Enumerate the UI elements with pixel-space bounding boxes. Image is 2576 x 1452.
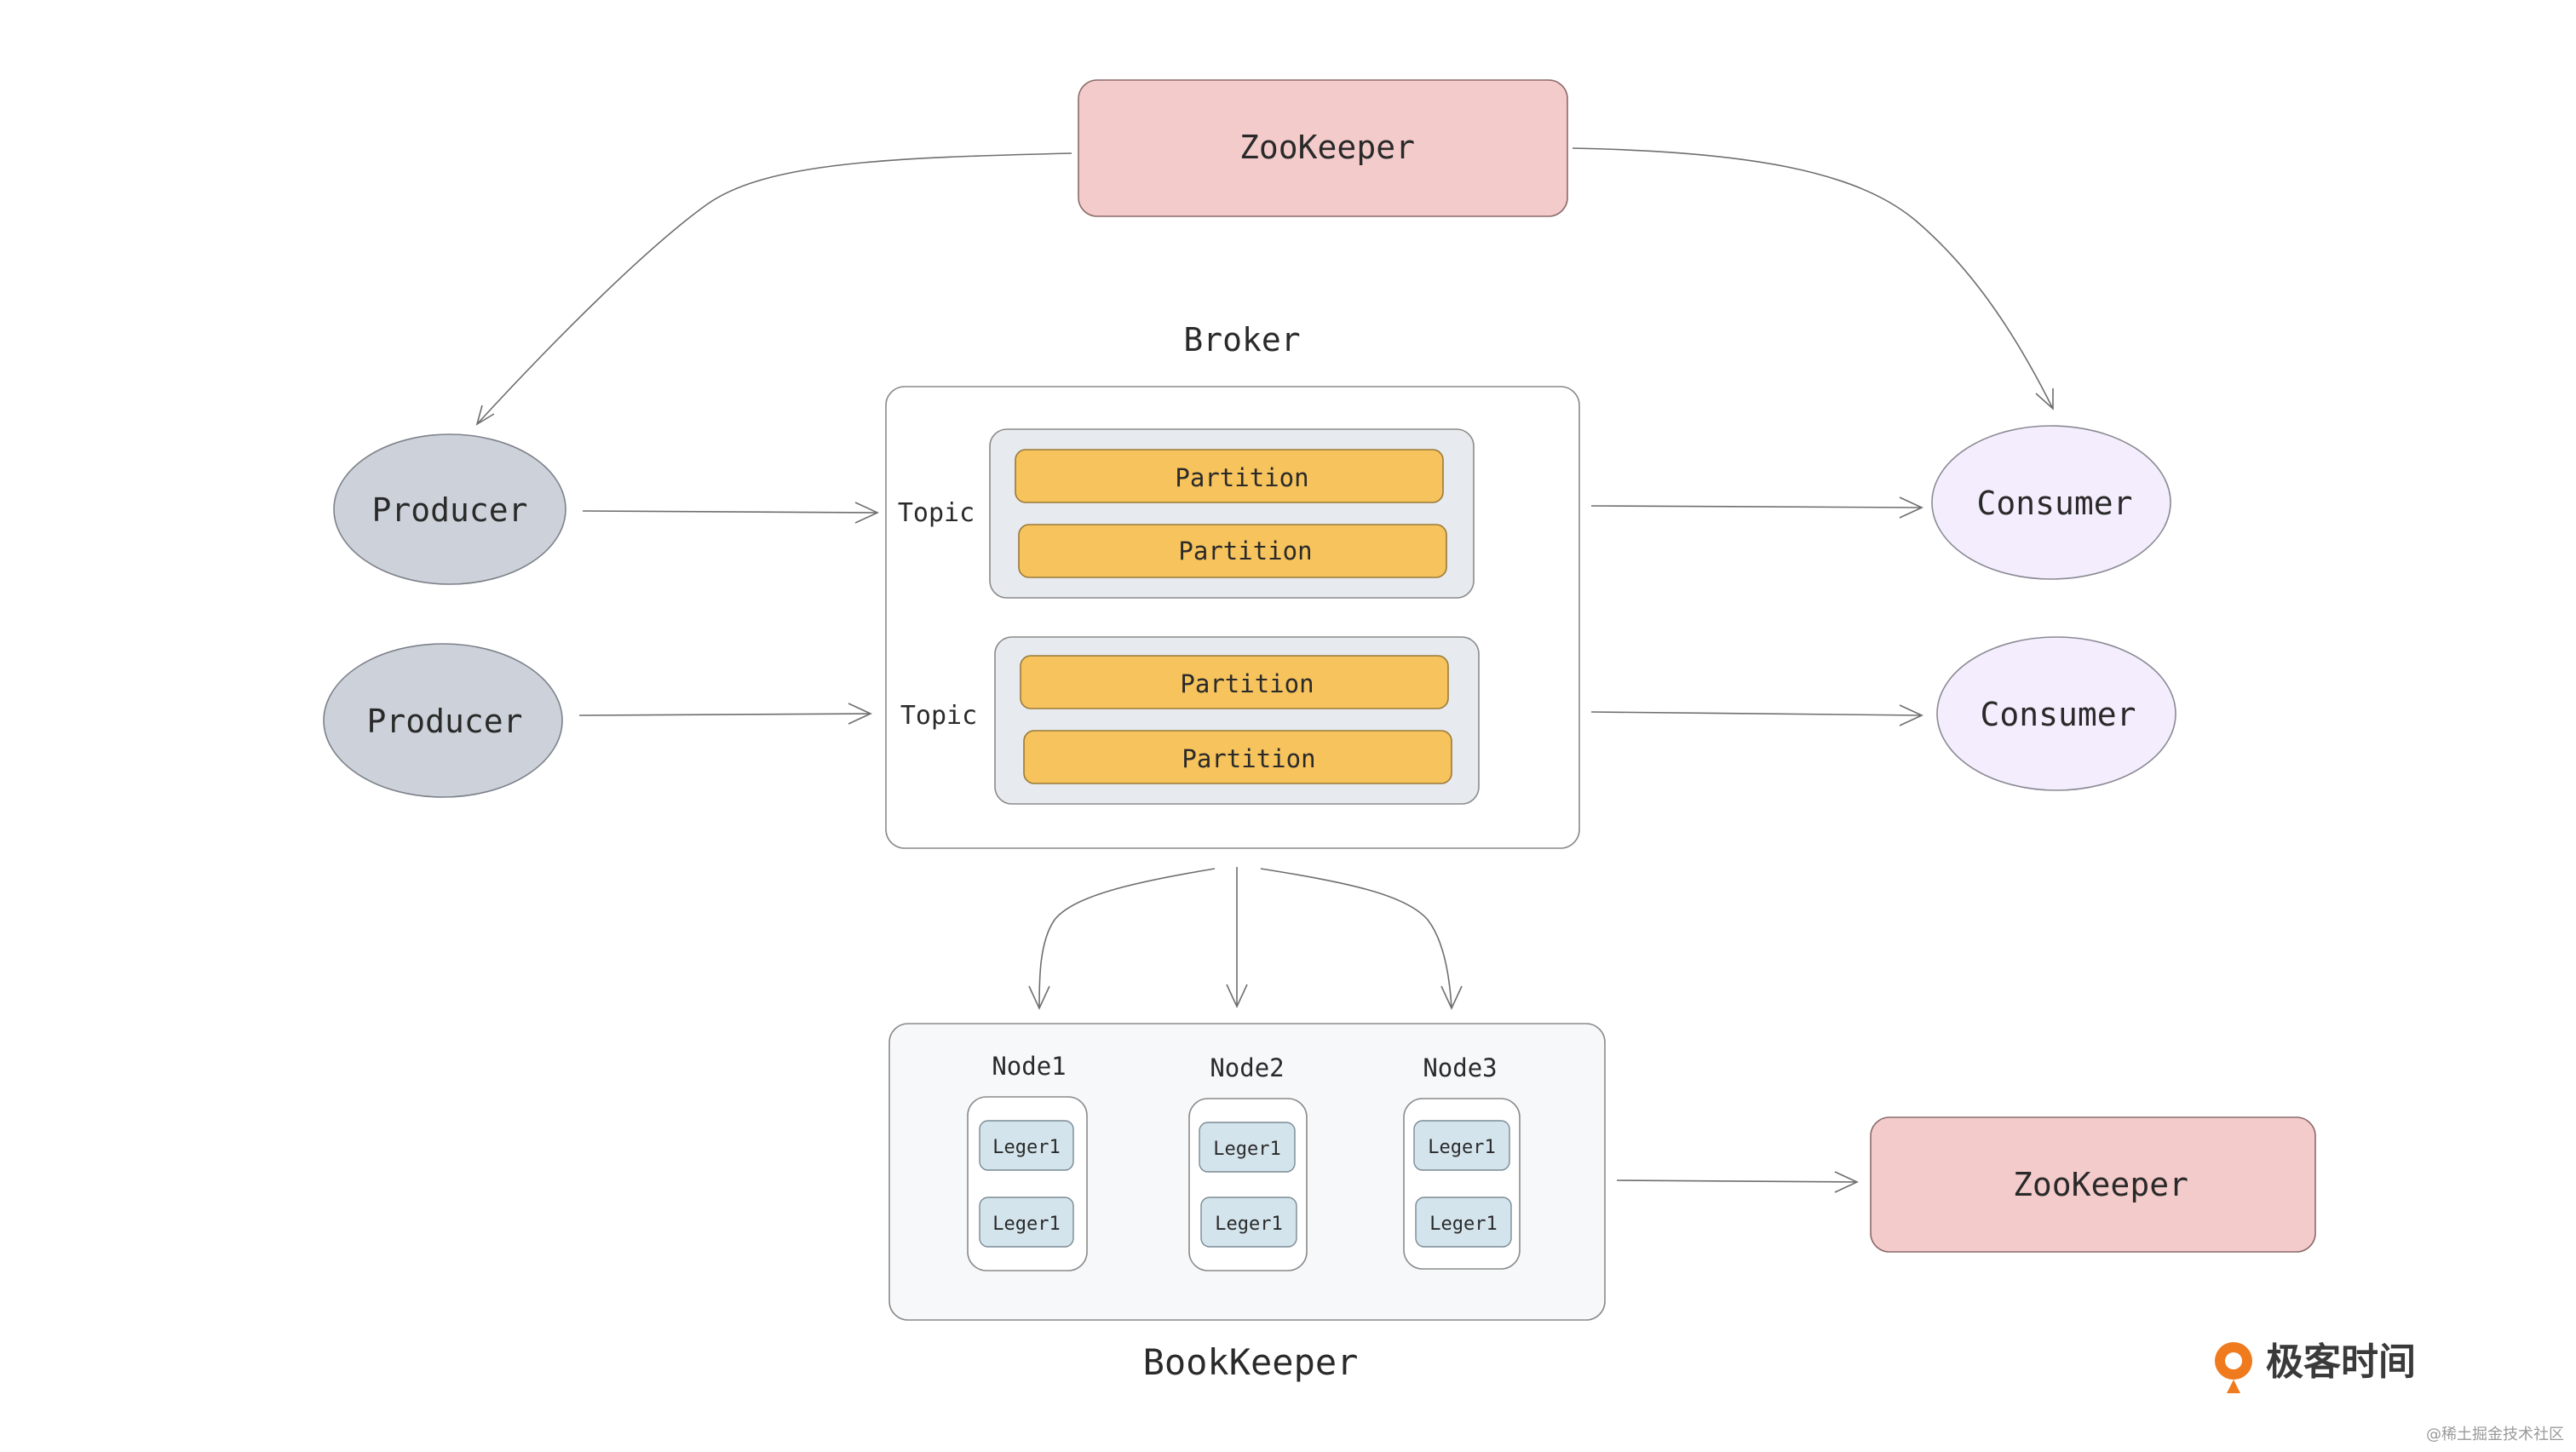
edge-broker-to-node3 xyxy=(1260,868,1452,1009)
ledger-label: Leger1 xyxy=(992,1137,1060,1158)
producer-label: Producer xyxy=(366,703,522,740)
watermark: @稀土掘金技术社区 xyxy=(2426,1426,2564,1443)
arrowhead xyxy=(1440,985,1463,1010)
edge-broker-to-consumer1 xyxy=(1590,505,1923,508)
ledger-label: Leger1 xyxy=(1213,1139,1280,1160)
consumer-label: Consumer xyxy=(1980,696,2136,733)
partition-box: Partition xyxy=(1018,524,1447,578)
producer-node: Producer xyxy=(323,643,563,798)
edge-producer1-to-topic1 xyxy=(582,510,878,514)
partition-label: Partition xyxy=(1175,463,1308,492)
arrowhead xyxy=(854,502,879,524)
ledger-box: Leger1 xyxy=(979,1197,1074,1248)
consumer-label: Consumer xyxy=(1976,485,2132,522)
consumer-node: Consumer xyxy=(1931,425,2171,580)
edge-bookkeeper-to-zookeeper xyxy=(1616,1179,1858,1183)
arrowhead xyxy=(848,703,872,725)
broker-title: Broker xyxy=(1183,321,1300,359)
partition-label: Partition xyxy=(1178,537,1312,565)
partition-box: Partition xyxy=(1023,730,1452,784)
partition-box: Partition xyxy=(1020,655,1449,709)
bookkeeper-title: BookKeeper xyxy=(1143,1341,1359,1383)
ledger-box: Leger1 xyxy=(979,1120,1074,1171)
edge-producer2-to-topic2 xyxy=(578,713,871,716)
ledger-label: Leger1 xyxy=(1429,1214,1497,1235)
ledger-box: Leger1 xyxy=(1199,1122,1296,1173)
arrowhead xyxy=(475,405,495,426)
ledger-label: Leger1 xyxy=(992,1214,1060,1235)
arrowhead xyxy=(1834,1171,1859,1193)
consumer-node: Consumer xyxy=(1936,636,2176,791)
geektime-logo: 极客时间 xyxy=(2215,1340,2416,1393)
edge-zookeeper-to-producer xyxy=(476,152,1072,425)
ledger-box: Leger1 xyxy=(1415,1197,1512,1248)
zookeeper-top-node: ZooKeeper xyxy=(1078,79,1568,217)
zookeeper-bottom-node: ZooKeeper xyxy=(1870,1116,2316,1253)
geektime-logo-text: 极客时间 xyxy=(2266,1340,2416,1384)
producer-label: Producer xyxy=(371,491,527,529)
zookeeper-top-label: ZooKeeper xyxy=(1239,129,1415,166)
node-label: Node1 xyxy=(992,1052,1066,1081)
zookeeper-bottom-label: ZooKeeper xyxy=(2013,1166,2188,1203)
edge-broker-to-consumer2 xyxy=(1590,711,1923,716)
geektime-logo-icon xyxy=(2215,1342,2252,1393)
arrowhead xyxy=(1028,985,1050,1010)
topic-label: Topic xyxy=(898,498,975,528)
edge-broker-to-node1 xyxy=(1038,868,1216,1009)
node-label: Node3 xyxy=(1423,1053,1497,1082)
partition-label: Partition xyxy=(1182,744,1315,773)
arrowhead xyxy=(1899,704,1923,726)
producer-node: Producer xyxy=(333,433,566,585)
topic-label: Topic xyxy=(900,701,977,731)
ledger-label: Leger1 xyxy=(1428,1137,1495,1158)
node-label: Node2 xyxy=(1210,1053,1284,1082)
arrowhead xyxy=(2035,388,2054,410)
ledger-box: Leger1 xyxy=(1413,1120,1510,1171)
arrowhead xyxy=(1226,984,1248,1008)
ledger-label: Leger1 xyxy=(1215,1214,1282,1235)
partition-box: Partition xyxy=(1015,449,1444,503)
ledger-box: Leger1 xyxy=(1200,1197,1297,1248)
edge-zookeeper-to-consumer xyxy=(1572,147,2054,410)
partition-label: Partition xyxy=(1180,669,1314,698)
arrowhead xyxy=(1899,496,1923,519)
